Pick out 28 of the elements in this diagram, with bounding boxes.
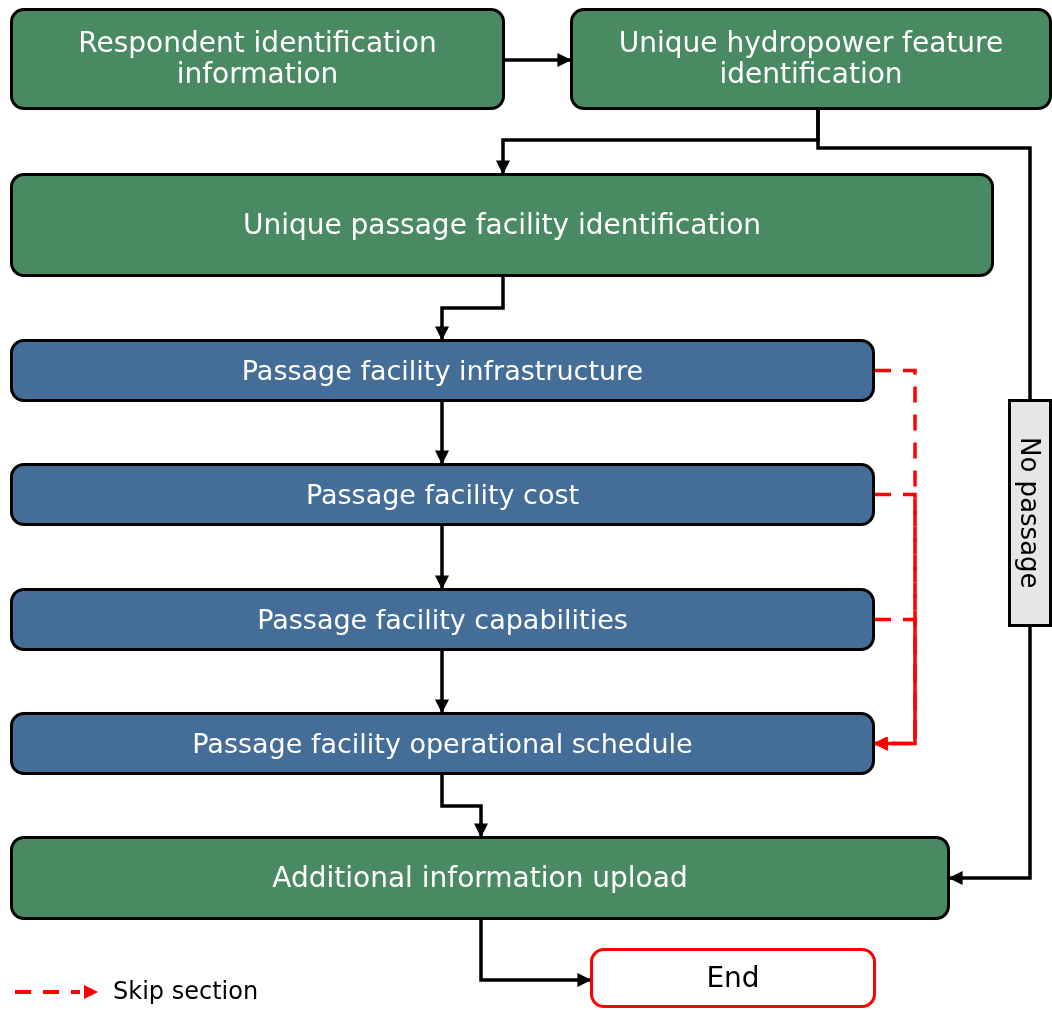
subsection-box [10,463,875,526]
node-label: Passage facility operational schedule [192,728,693,759]
section-box [10,8,505,110]
node-label: Passage facility capabilities [257,604,628,635]
skip-arrow [873,617,917,751]
arrow [435,402,449,465]
arrow [435,526,449,590]
edge-label: No passage [1008,399,1052,627]
node-label: Respondent identification information [77,28,438,90]
subsection-box [10,588,875,651]
node-label: Additional information upload [272,862,688,894]
node-label: Unique hydropower feature identification [617,28,1005,90]
arrow [505,53,572,67]
node-label: Unique passage facility identification [242,209,762,241]
subsection-box [10,712,875,775]
section-box [570,8,1052,110]
node-label: Passage facility cost [305,479,580,510]
subsection-box [10,339,875,402]
section-box [10,173,994,277]
legend-label: Skip section [113,977,259,1005]
node-label: Passage facility infrastructure [241,355,644,386]
node-label: End [706,962,760,994]
arrow [435,651,449,714]
arrow [440,775,488,838]
section-box [10,836,950,920]
end-terminal [590,948,876,1008]
arrow [479,920,592,987]
arrow [435,277,505,341]
